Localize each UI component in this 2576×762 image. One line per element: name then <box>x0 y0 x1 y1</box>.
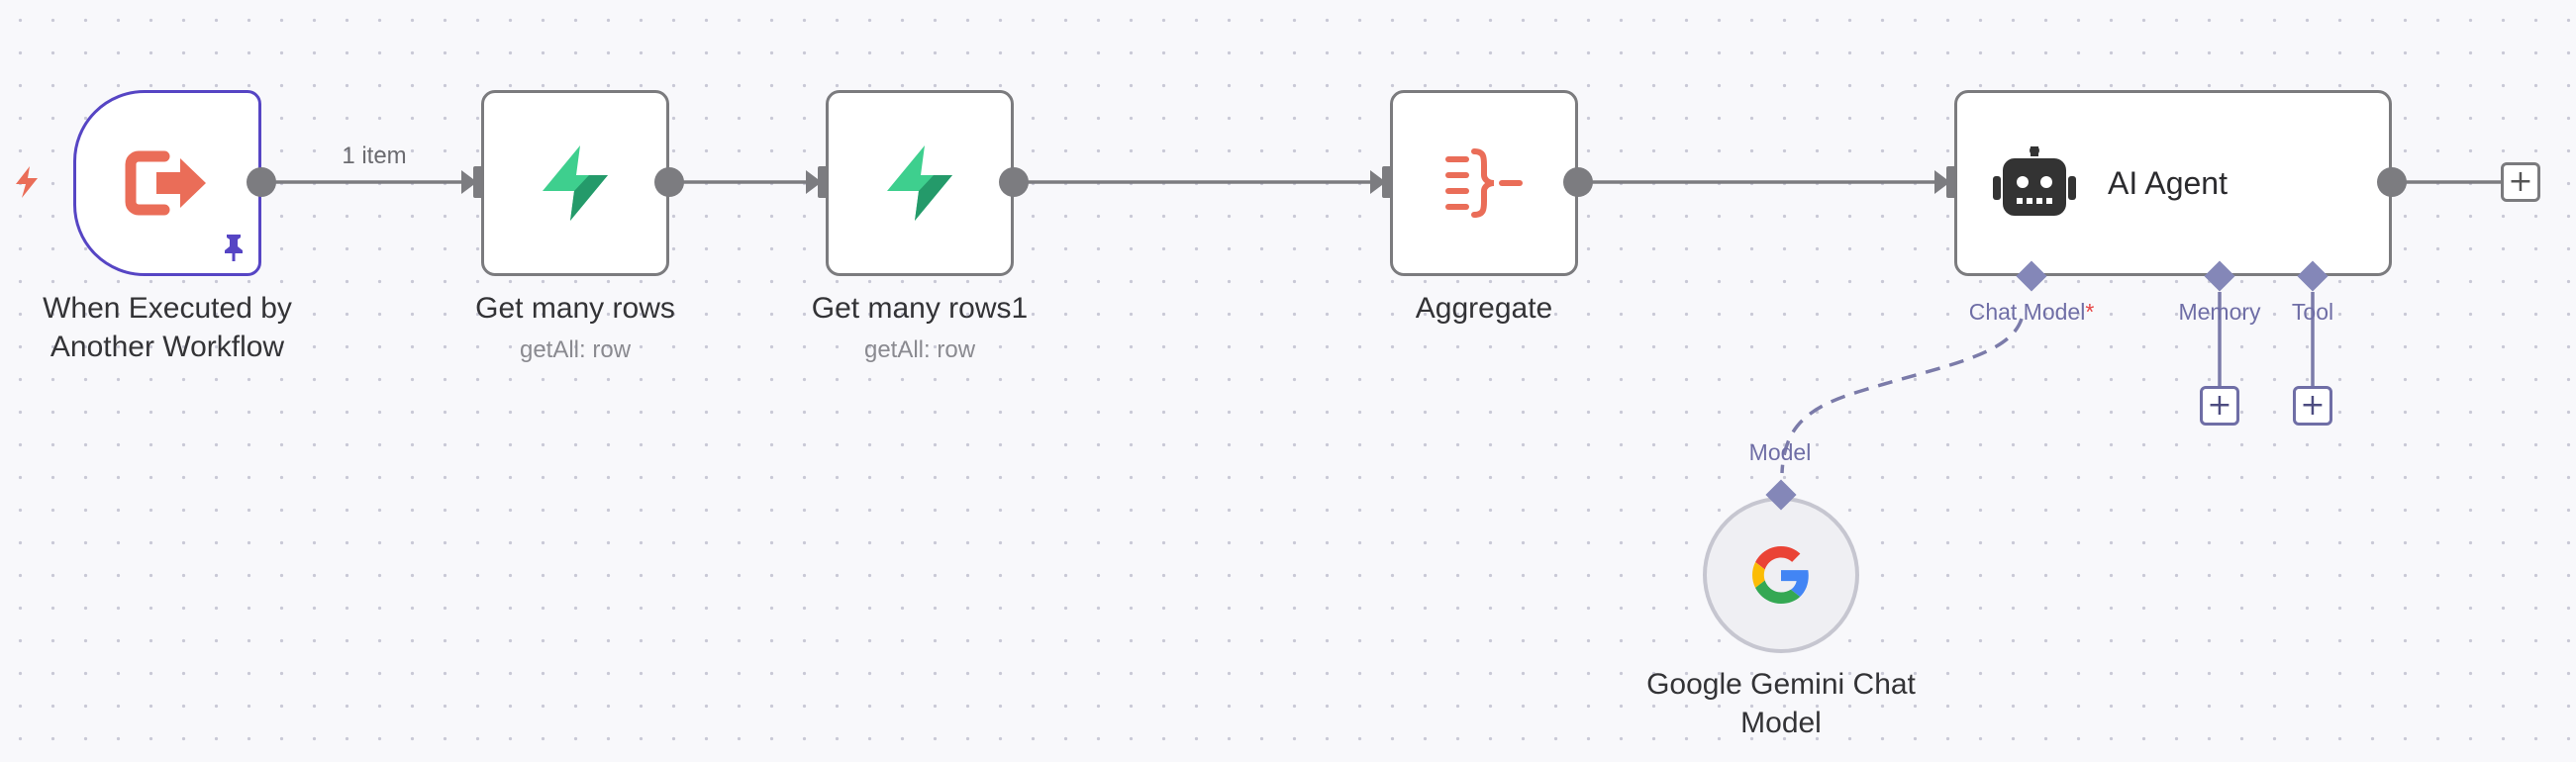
node-subtitle: getAll: row <box>863 336 976 363</box>
output-handle[interactable] <box>999 167 1029 197</box>
node-title: When Executed by Another Workflow <box>43 292 292 363</box>
chat-model-label: Chat Model* <box>1968 299 2095 325</box>
node-when-executed-by-another-workflow[interactable] <box>73 90 261 276</box>
node-get-many-rows[interactable] <box>481 90 669 276</box>
add-node-button[interactable]: + <box>2501 162 2540 202</box>
tool-label: Tool <box>2291 299 2334 325</box>
node-title: Aggregate <box>1415 292 1553 325</box>
arrow-head <box>1370 170 1386 194</box>
pin-icon[interactable] <box>221 233 247 262</box>
arrow-head <box>461 170 477 194</box>
node-google-gemini-chat-model[interactable] <box>1703 497 1859 653</box>
robot-icon <box>1993 146 2076 216</box>
add-memory-button[interactable]: + <box>2200 386 2239 426</box>
node-subtitle: getAll: row <box>519 336 632 363</box>
node-aggregate[interactable] <box>1390 90 1578 276</box>
required-marker: * <box>2085 299 2095 325</box>
node-title: AI Agent <box>2108 164 2228 201</box>
execute-workflow-trigger-icon <box>125 150 206 216</box>
trigger-bolt-icon <box>16 166 38 198</box>
connection-gemini-to-chat-model[interactable] <box>1780 318 2024 474</box>
arrow-head <box>806 170 822 194</box>
node-get-many-rows1[interactable] <box>826 90 1014 276</box>
output-handle[interactable] <box>654 167 684 197</box>
node-title: Get many rows1 <box>811 292 1029 325</box>
supabase-icon <box>887 145 952 221</box>
arrow-head <box>1934 170 1950 194</box>
edge-item-count: 1 item <box>342 143 407 169</box>
memory-label: Memory <box>2178 299 2261 325</box>
output-handle[interactable] <box>247 167 276 197</box>
supabase-icon <box>543 145 608 221</box>
model-label: Model <box>1748 439 1812 465</box>
output-handle[interactable] <box>1563 167 1593 197</box>
node-title: Get many rows <box>475 292 675 325</box>
aggregate-icon <box>1445 148 1523 218</box>
output-handle[interactable] <box>2377 167 2407 197</box>
node-ai-agent[interactable]: AI Agent <box>1954 90 2392 276</box>
node-title: Google Gemini Chat Model <box>1646 668 1916 739</box>
add-tool-button[interactable]: + <box>2293 386 2332 426</box>
google-icon <box>1752 546 1809 604</box>
